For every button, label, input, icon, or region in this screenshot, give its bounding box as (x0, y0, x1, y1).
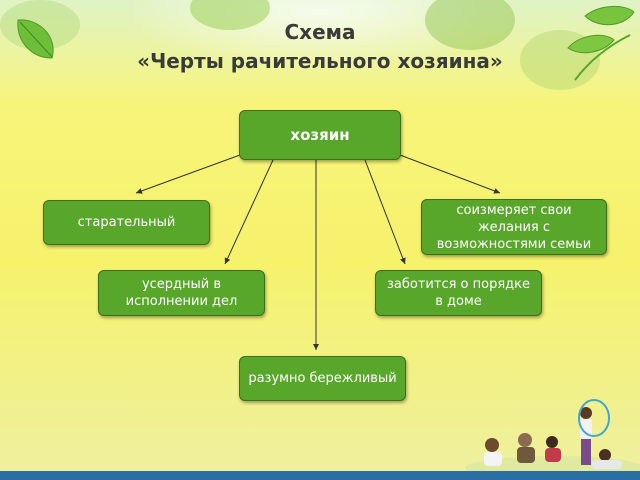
leaf-icon-left (17, 19, 54, 59)
arrow-to-order (364, 159, 406, 265)
arrow-to-zealous (224, 159, 274, 265)
node-zealous: усердный в исполнении дел (98, 270, 265, 316)
node-thrifty: разумно бережливый (239, 356, 406, 401)
arrow-to-diligent (135, 154, 241, 194)
leaf-icon-right (567, 6, 635, 81)
diagram-title-line2: «Черты рачительного хозяина» (137, 49, 503, 73)
node-order: заботится о порядке в доме (375, 270, 542, 316)
node-root-owner: хозяин (239, 110, 401, 160)
node-measures: соизмеряет свои желания с возможностями … (421, 199, 607, 255)
bottom-bar (0, 471, 640, 480)
arrow-to-measures (399, 154, 501, 194)
diagram-title-line1: Схема (284, 20, 356, 44)
node-diligent: старательный (43, 200, 210, 245)
